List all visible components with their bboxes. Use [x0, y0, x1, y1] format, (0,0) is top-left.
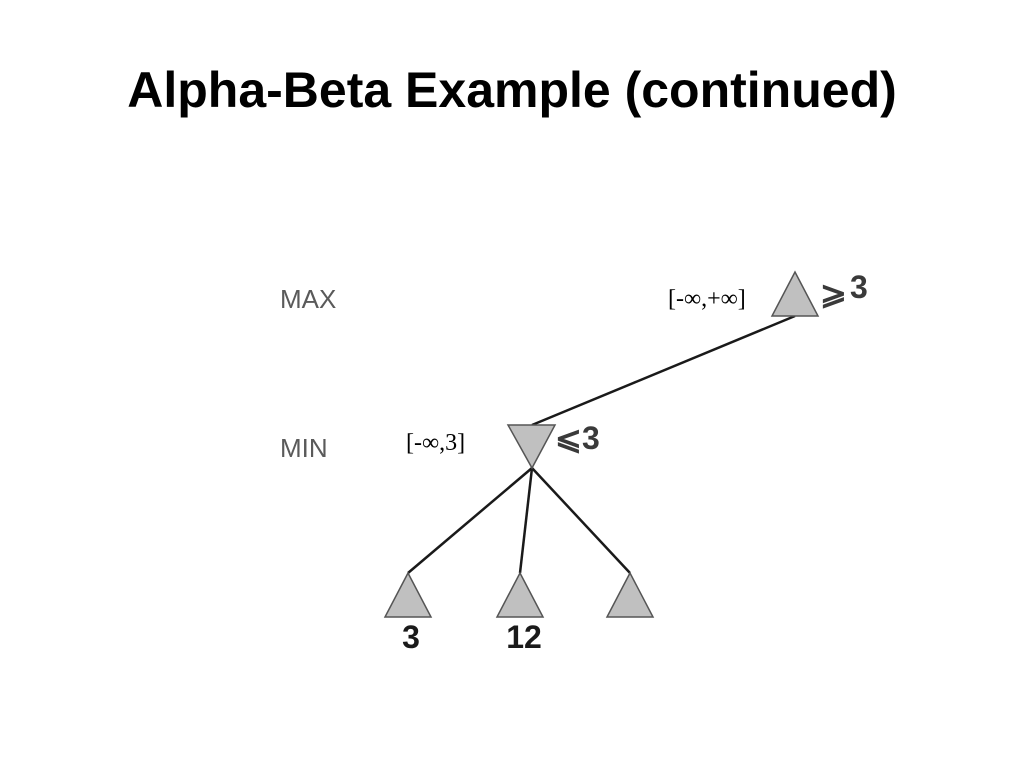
leaf-value-1: 3 — [402, 619, 420, 655]
root-interval-label: [-∞,+∞] — [668, 286, 746, 312]
crop-mask — [590, 624, 680, 664]
edge-root-to-min — [531, 314, 796, 427]
leaf-value-2: 12 — [506, 619, 542, 655]
edge-min-to-leaf-2 — [518, 467, 534, 574]
min-bound-symbol: ⩽ — [555, 420, 582, 456]
root-bound-value: 3 — [850, 269, 868, 305]
leaf-node-1 — [383, 571, 433, 618]
min-bound-value: 3 — [582, 420, 600, 456]
min-level-label: MIN — [280, 433, 328, 463]
max-root-node — [770, 270, 820, 317]
slide-title: Alpha-Beta Example (continued) — [127, 62, 897, 118]
leaf-node-2 — [495, 571, 545, 618]
min-node — [506, 424, 557, 470]
root-bound-symbol: ⩾ — [820, 275, 847, 311]
leaf-node-3 — [605, 571, 655, 618]
min-interval-label: [-∞,3] — [406, 430, 465, 456]
max-level-label: MAX — [280, 284, 336, 314]
edge-min-to-leaf-3 — [531, 467, 631, 574]
edge-min-to-leaf-1 — [407, 467, 533, 574]
